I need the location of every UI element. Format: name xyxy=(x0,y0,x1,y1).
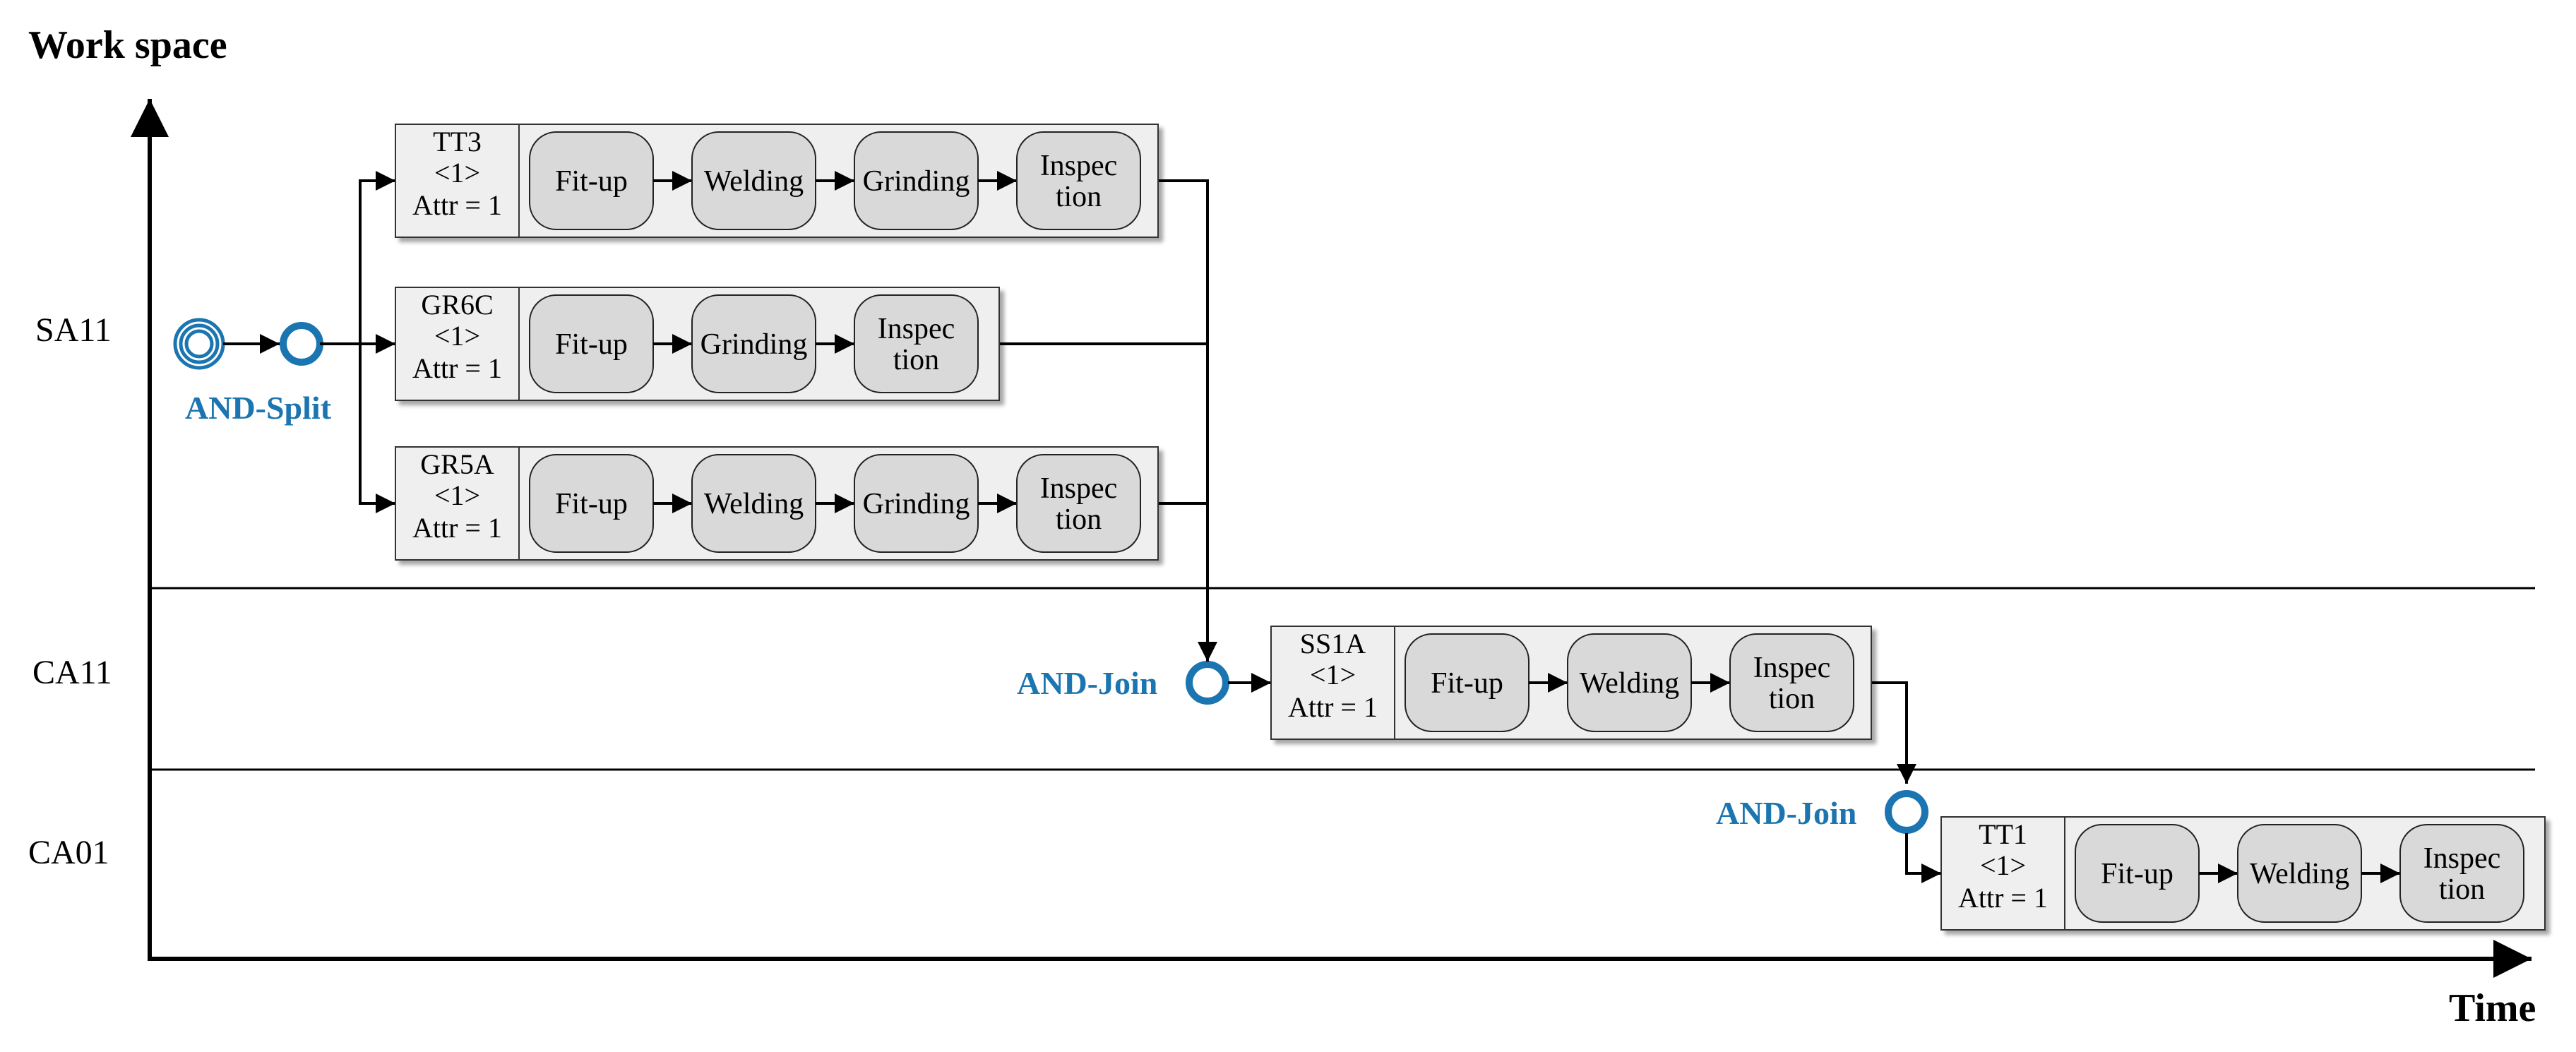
step-label: Inspec xyxy=(1753,652,1831,684)
step-node: Welding xyxy=(1567,633,1692,732)
step-label: Fit-up xyxy=(555,488,628,520)
step-label: Grinding xyxy=(863,165,970,198)
step-label: tion xyxy=(1056,503,1102,536)
step-node: Fit-up xyxy=(1405,633,1530,732)
task-name: TT1 xyxy=(1979,818,2027,850)
step-label: tion xyxy=(893,344,939,376)
task-name: GR5A xyxy=(420,448,494,480)
task-qty: <1> xyxy=(434,320,480,352)
and-join-gateway xyxy=(1186,661,1229,705)
step-label: Welding xyxy=(704,488,804,520)
lane-label-ca01: CA01 xyxy=(28,834,109,871)
step-label: Fit-up xyxy=(2101,858,2174,890)
task-attr: Attr = 1 xyxy=(1288,691,1378,723)
and-split-gateway xyxy=(280,322,323,366)
task-name: SS1A xyxy=(1300,628,1366,659)
task-qty: <1> xyxy=(434,479,480,511)
step-node: Grinding xyxy=(854,131,979,230)
step-label: Inspec xyxy=(878,313,955,345)
task-attr: Attr = 1 xyxy=(412,352,502,384)
task-block-gr5a: GR5A<1>Attr = 1 Fit-up Welding Grinding Insp… xyxy=(395,446,1159,561)
step-node: Welding xyxy=(691,454,816,553)
task-qty: <1> xyxy=(1310,659,1356,691)
step-label: Grinding xyxy=(863,488,970,520)
step-label: Welding xyxy=(2250,858,2349,890)
and-join-label: AND-Join xyxy=(1716,795,1856,831)
task-name: TT3 xyxy=(433,126,482,157)
y-axis-title: Work space xyxy=(28,23,227,67)
step-label: Grinding xyxy=(700,328,808,361)
step-label: Fit-up xyxy=(555,165,628,198)
task-qty: <1> xyxy=(434,157,480,189)
flow-line xyxy=(1871,681,1916,784)
start-event xyxy=(173,318,225,370)
step-label: Fit-up xyxy=(1431,667,1503,700)
task-name: GR6C xyxy=(421,289,493,321)
and-join-label: AND-Join xyxy=(1017,665,1157,701)
lane-label-sa11: SA11 xyxy=(35,311,112,349)
and-join-gateway xyxy=(1885,790,1928,834)
step-node: Welding xyxy=(691,131,816,230)
step-node: Grinding xyxy=(854,454,979,553)
step-label: Inspec xyxy=(1040,150,1118,182)
step-node: Fit-up xyxy=(529,131,654,230)
step-node: Welding xyxy=(2237,824,2362,923)
lane-label-ca11: CA11 xyxy=(32,654,112,691)
connectors xyxy=(223,171,1941,883)
step-label: Fit-up xyxy=(555,328,628,361)
step-label: tion xyxy=(1056,181,1102,213)
task-attr: Attr = 1 xyxy=(412,189,502,221)
flow-line xyxy=(1158,179,1209,503)
flow-line xyxy=(1905,833,1941,883)
step-node: Fit-up xyxy=(529,294,654,393)
step-label: tion xyxy=(2439,873,2485,906)
task-block-tt3: TT3<1>Attr = 1 Fit-up Welding Grinding Inspe… xyxy=(395,124,1159,238)
task-qty: <1> xyxy=(1980,849,2026,881)
task-attr: Attr = 1 xyxy=(1958,882,2048,914)
step-node: Fit-up xyxy=(2075,824,2200,923)
step-node: Fit-up xyxy=(529,454,654,553)
task-attr: Attr = 1 xyxy=(412,512,502,544)
step-node: Grinding xyxy=(691,294,816,393)
step-label: Inspec xyxy=(1040,472,1118,505)
and-split-label: AND-Split xyxy=(185,390,332,426)
step-label: Welding xyxy=(704,165,804,198)
x-axis-title: Time xyxy=(2449,986,2536,1030)
step-label: Welding xyxy=(1580,667,1679,700)
step-label: tion xyxy=(1769,683,1815,715)
step-label: Inspec xyxy=(2423,842,2501,875)
